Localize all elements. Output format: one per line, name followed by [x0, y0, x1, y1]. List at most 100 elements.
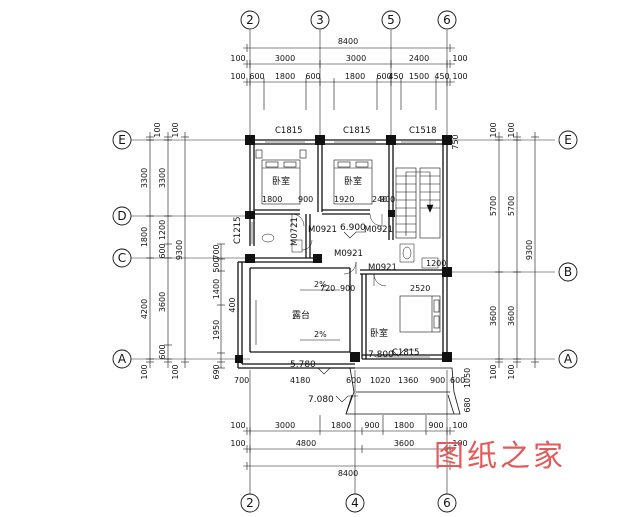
dim-top-r3-5: 1800: [345, 72, 365, 81]
axis-top-3: 5: [387, 13, 395, 27]
int-dim-8: 1200: [426, 259, 446, 268]
entry-canopy: [345, 367, 461, 415]
dim-left-m4: 600: [158, 243, 167, 258]
slope-1: 2%: [314, 280, 327, 289]
right-dimension-lines: [495, 132, 539, 368]
axis-bottom-1: 2: [246, 496, 254, 510]
int-dim-13: 700: [234, 376, 249, 385]
slope-2: 2%: [314, 330, 327, 339]
dim-left-m7: 100: [171, 364, 180, 379]
int-dim-15: 900: [430, 376, 445, 385]
axis-bottom-2: 4: [351, 496, 359, 510]
window-label-4: C1215: [233, 216, 243, 244]
window-label-2: C1815: [343, 126, 371, 136]
axis-right-2: B: [564, 265, 572, 279]
dim-top-r3-2: 600: [249, 72, 264, 81]
stairs: [395, 167, 441, 239]
dim-bot-r2-2: 4800: [296, 439, 316, 448]
dim-bot-r2-4: 100: [452, 439, 467, 448]
dim-top-r2-1: 100: [230, 54, 245, 63]
dim-left-m3: 1200: [158, 220, 167, 240]
dim-top-total: 8400: [338, 37, 358, 46]
dim-top-r2-2: 3000: [275, 54, 295, 63]
door-label-3: M0921: [364, 225, 393, 235]
dim-top-r3-10: 100: [452, 72, 467, 81]
int-dim-11: 1360: [398, 376, 418, 385]
dim-left-m6: 600: [158, 344, 167, 359]
dim-right-o3: 3600: [489, 306, 498, 326]
dim-left-m1: 100: [171, 122, 180, 137]
bed-furniture: [255, 149, 441, 333]
door-label-2: M0721: [290, 217, 300, 246]
axis-top-2: 3: [316, 13, 324, 27]
dim-left-o4: 4200: [140, 299, 149, 319]
dim-right-m4: 100: [507, 364, 516, 379]
door-swings: [291, 213, 387, 287]
int-dim-1: 1800: [262, 195, 282, 204]
columns: [235, 135, 452, 363]
dim-left-inner-6: 690: [212, 364, 221, 379]
elevation-1: 6.900: [340, 223, 366, 233]
dim-top-r2-4: 2400: [409, 54, 429, 63]
dim-bot-r1-7: 100: [452, 421, 467, 430]
elevation-4: 7.080: [308, 395, 334, 405]
window-lines: [251, 141, 436, 358]
dim-left-m2: 3300: [158, 168, 167, 188]
axis-left-4: A: [118, 352, 127, 366]
elevation-2: 5.780: [290, 360, 316, 370]
window-label-3: C1518: [409, 126, 437, 136]
dim-left-o3: 1800: [140, 227, 149, 247]
room-terrace: 露台: [292, 309, 310, 321]
dim-top-r3-7: 450: [388, 72, 403, 81]
int-dim-7: 2520: [410, 284, 430, 293]
room-bedroom-1: 卧室: [272, 175, 290, 187]
left-dimension-lines: [146, 132, 189, 368]
dim-bot-total: 8400: [338, 469, 358, 478]
int-dim-4: 240: [372, 195, 387, 204]
dim-top-r3-1: 100: [230, 72, 245, 81]
dim-right-total: 9300: [525, 240, 534, 260]
dim-bot-r1-2: 3000: [275, 421, 295, 430]
dim-right-o2: 5700: [489, 196, 498, 216]
axis-left-1: E: [118, 133, 126, 147]
dim-left-inner-1: 700: [212, 244, 221, 259]
axis-bottom-3: 6: [443, 496, 451, 510]
axis-top-1: 2: [246, 13, 254, 27]
dim-top-r3-3: 1800: [275, 72, 295, 81]
door-label-4: M0921: [334, 249, 363, 259]
window-label-5: C1815: [392, 348, 420, 358]
room-bedroom-3: 卧室: [370, 327, 388, 339]
dim-left-inner-5: 400: [228, 297, 237, 312]
dim-right-m1: 100: [507, 122, 516, 137]
room-bedroom-2: 卧室: [344, 175, 362, 187]
dim-top-r2-3: 3000: [346, 54, 366, 63]
door-label-1: M0921: [308, 225, 337, 235]
dim-top-r3-4: 600: [305, 72, 320, 81]
axis-left-2: D: [117, 209, 126, 223]
dim-bot-r1-6: 900: [428, 421, 443, 430]
axis-right-1: E: [564, 133, 572, 147]
window-label-1: C1815: [275, 126, 303, 136]
dim-left-inner-4: 1950: [212, 320, 221, 340]
int-dim-9: 4180: [290, 376, 310, 385]
dim-right-o1: 100: [489, 122, 498, 137]
dim-bot-r1-1: 100: [230, 421, 245, 430]
dim-left-total: 9300: [175, 240, 184, 260]
dim-left-o5: 100: [140, 364, 149, 379]
dim-right-s1: 750: [451, 134, 460, 149]
dim-top-r3-6: 600: [376, 72, 391, 81]
dim-bot-r2-1: 100: [230, 439, 245, 448]
dim-bot-r1-4: 900: [364, 421, 379, 430]
dim-right-o4: 100: [489, 364, 498, 379]
dim-bot-r2-3: 3600: [394, 439, 414, 448]
dim-right-m2: 5700: [507, 196, 516, 216]
dim-bot-r1-5: 1800: [394, 421, 414, 430]
dim-top-r3-9: 450: [434, 72, 449, 81]
elevation-markers: [317, 231, 414, 403]
int-dim-2: 1920: [334, 195, 354, 204]
axis-left-3: C: [118, 251, 126, 265]
elevation-3: 7.800: [368, 350, 394, 360]
axis-right-3: A: [564, 352, 573, 366]
int-dim-5: 720: [320, 284, 335, 293]
